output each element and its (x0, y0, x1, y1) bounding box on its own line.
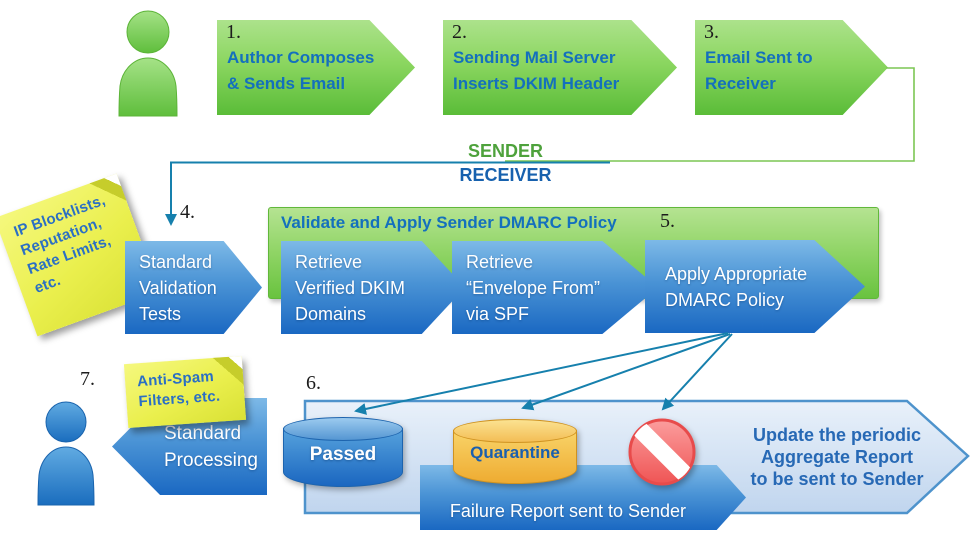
step5-number: 5. (660, 210, 675, 232)
step1-label: Author Composes & Sends Email (227, 48, 375, 93)
retrieve-dkim-arrow: Retrieve Verified DKIM Domains (281, 241, 465, 334)
failure-report-arrow: Failure Report sent to Sender (420, 465, 746, 530)
aggregate-report-label: Update the periodic Aggregate Report to … (750, 425, 924, 489)
anti-spam-note-text: Anti-Spam Filters, etc. (136, 367, 221, 411)
anti-spam-sticky-note: Anti-Spam Filters, etc. (123, 355, 247, 429)
step3-arrow: 3. Email Sent to Receiver (695, 20, 888, 115)
apply-dmarc-policy-arrow: Apply Appropriate DMARC Policy (645, 240, 865, 333)
sender-lane-label: SENDER (467, 141, 543, 161)
step7-number: 7. (80, 368, 95, 390)
failure-report-label: Failure Report sent to Sender (449, 501, 687, 521)
standard-validation-arrow: Standard Validation Tests (125, 241, 262, 334)
step6-number: 6. (306, 372, 321, 394)
step1-arrow: 1. Author Composes & Sends Email (217, 20, 415, 115)
step2-label: Sending Mail Server Inserts DKIM Header (453, 48, 620, 93)
dmarc-policy-box-title: Validate and Apply Sender DMARC Policy (281, 213, 617, 232)
standard-validation-label: Standard Validation Tests (139, 251, 217, 324)
reject-prohibition-icon (628, 418, 696, 486)
receiver-lane-label: RECEIVER (459, 165, 552, 185)
standard-processing-label: Standard Processing (164, 422, 258, 471)
step1-number: 1. (226, 21, 241, 43)
step2-arrow: 2. Sending Mail Server Inserts DKIM Head… (443, 20, 677, 115)
passed-cylinder-top (283, 417, 403, 441)
quarantine-label: Quarantine (470, 442, 560, 462)
receiver-person-icon (37, 401, 95, 506)
policy-to-quarantine-connector (521, 333, 731, 411)
step4-number: 4. (180, 201, 195, 223)
step2-number: 2. (452, 21, 467, 43)
retrieve-spf-label: Retrieve “Envelope From” via SPF (466, 251, 601, 324)
author-person-icon (118, 10, 178, 117)
passed-store: Passed (283, 417, 403, 487)
quarantine-cylinder-top (453, 419, 577, 443)
quarantine-store: Quarantine (453, 419, 577, 484)
retrieve-dkim-label: Retrieve Verified DKIM Domains (295, 251, 406, 324)
step3-label: Email Sent to Receiver (705, 48, 813, 93)
apply-dmarc-policy-label: Apply Appropriate DMARC Policy (665, 263, 808, 310)
step3-number: 3. (704, 21, 719, 43)
passed-label: Passed (309, 444, 377, 465)
